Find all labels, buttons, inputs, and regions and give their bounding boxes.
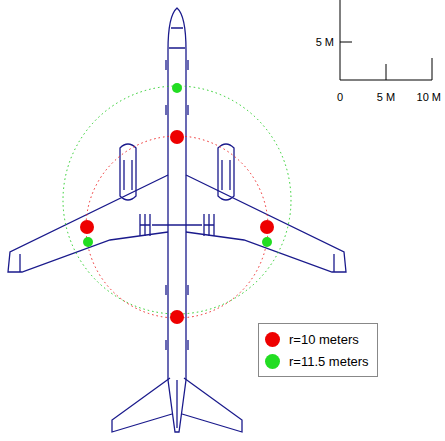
scale-label: 0 (337, 92, 343, 103)
legend: r=10 meters r=11.5 meters (258, 323, 378, 377)
scale-label: 10 M (417, 92, 441, 103)
legend-row: r=10 meters (265, 328, 369, 350)
scale-label: 5 M (316, 37, 334, 48)
legend-row: r=11.5 meters (265, 350, 369, 372)
legend-swatch (265, 332, 280, 347)
legend-text: r=10 meters (289, 332, 359, 347)
legend-swatch (265, 354, 280, 369)
legend-text: r=11.5 meters (289, 354, 369, 369)
scale-label: 5 M (377, 92, 395, 103)
